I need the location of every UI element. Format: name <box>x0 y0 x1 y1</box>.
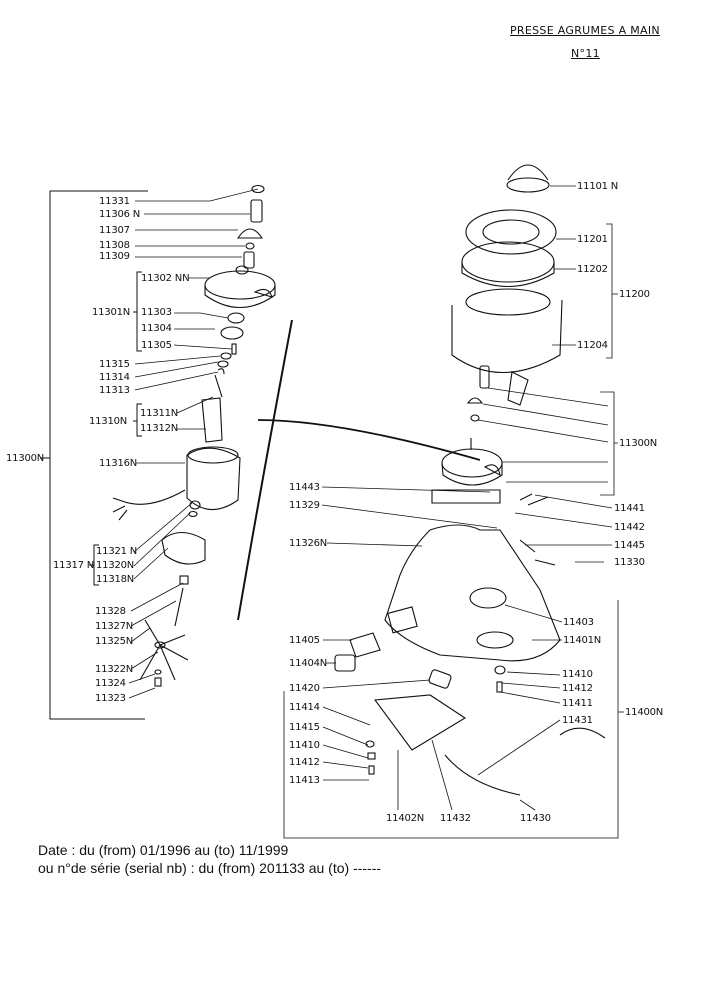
part-label: 11308 <box>99 240 130 251</box>
group-label: 11400N <box>625 707 664 718</box>
part-label: 11415 <box>289 722 320 733</box>
part-label: 11204 <box>577 340 608 351</box>
part-label: 11322N <box>95 664 134 675</box>
juicer-top-parts <box>431 164 563 504</box>
part-label: 11313 <box>99 385 130 396</box>
part-label: 11410 <box>562 669 593 680</box>
part-label: 11326N <box>289 538 328 549</box>
part-label: 11404N <box>289 658 328 669</box>
part-label: 11414 <box>289 702 320 713</box>
top-leader-lines <box>477 185 618 496</box>
part-label: 11330 <box>614 557 645 568</box>
part-label: 11431 <box>562 715 593 726</box>
part-label: 11411 <box>562 698 593 709</box>
part-label: 11327N <box>95 621 134 632</box>
part-label: 11314 <box>99 372 130 383</box>
part-label: 11413 <box>289 775 320 786</box>
motor-parts <box>112 184 276 687</box>
part-label: 11410 <box>289 740 320 751</box>
part-label: 11315 <box>99 359 130 370</box>
part-label: 11318N <box>96 574 135 585</box>
part-label: 11405 <box>289 635 320 646</box>
part-label: 11403 <box>563 617 594 628</box>
diagram-title: PRESSE AGRUMES A MAIN <box>510 24 660 37</box>
part-label: 11311N <box>140 408 179 419</box>
part-label: 11441 <box>614 503 645 514</box>
housing-curve <box>237 319 293 621</box>
group-label: 11310N <box>89 416 128 427</box>
part-label: 11412 <box>562 683 593 694</box>
part-label: 11331 <box>99 196 130 207</box>
part-label: 11312N <box>140 423 179 434</box>
part-label: 11321 N <box>96 546 138 557</box>
power-cord-curve <box>257 419 481 461</box>
part-label: 11443 <box>289 482 320 493</box>
part-label: 11304 <box>141 323 172 334</box>
group-label: 11200 <box>619 289 650 300</box>
part-label: 11201 <box>577 234 608 245</box>
part-label: 11420 <box>289 683 320 694</box>
base-leader-lines <box>283 486 624 839</box>
part-label: 11432 <box>440 813 471 824</box>
part-label: 11302 NN <box>141 273 190 284</box>
part-label: 11430 <box>520 813 551 824</box>
part-label: 11307 <box>99 225 130 236</box>
group-label: 11300N <box>619 438 658 449</box>
part-label: 11402N <box>386 813 425 824</box>
group-label: 11301N <box>92 307 131 318</box>
part-label: 11101 N <box>577 181 619 192</box>
group-label: 11300N <box>6 453 45 464</box>
part-label: 11324 <box>95 678 126 689</box>
serial-range-text: ou n°de série (serial nb) : du (from) 20… <box>38 860 382 876</box>
group-label: 11317 N <box>53 560 95 571</box>
part-label: 11320N <box>96 560 135 571</box>
part-label: 11305 <box>141 340 172 351</box>
part-label: 11445 <box>614 540 645 551</box>
part-label: 11401N <box>563 635 602 646</box>
part-label: 11303 <box>141 307 172 318</box>
part-label: 11325N <box>95 636 134 647</box>
part-label: 11328 <box>95 606 126 617</box>
part-label: 11329 <box>289 500 320 511</box>
motor-leader-lines <box>128 188 259 699</box>
part-label: 11442 <box>614 522 645 533</box>
part-label: 11202 <box>577 264 608 275</box>
part-label: 11323 <box>95 693 126 704</box>
date-range-text: Date : du (from) 01/1996 au (to) 11/1999 <box>38 842 289 858</box>
part-label: 11306 N <box>99 209 141 220</box>
part-label: 11412 <box>289 757 320 768</box>
motor-group-bracket <box>40 190 148 720</box>
part-label: 11309 <box>99 251 130 262</box>
diagram-number: N°11 <box>571 47 600 60</box>
part-label: 11316N <box>99 458 138 469</box>
base-parts <box>334 493 606 796</box>
